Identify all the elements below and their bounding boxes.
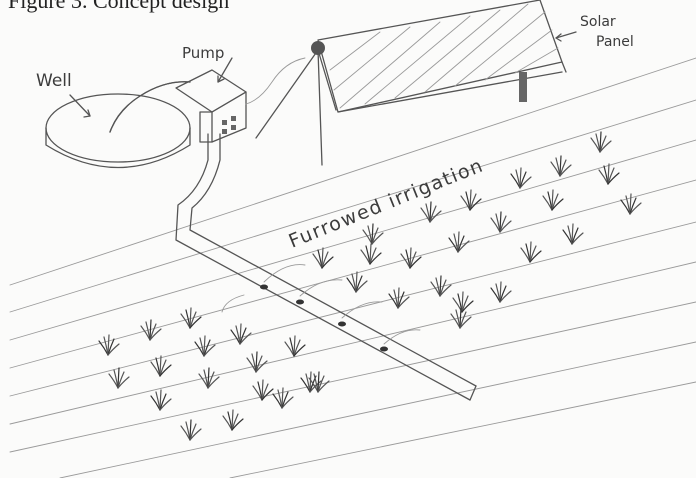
plant-tuft [99,335,119,355]
well-label: Well [36,71,72,91]
solar-label-line1: Solar [580,14,616,30]
plant-tuft [181,308,201,328]
plant-tuft [491,212,511,232]
plant-tuft [285,336,305,356]
plant-tuft [151,390,171,410]
pump-label: Pump [182,44,224,62]
plant-tuft [199,368,219,388]
plant-tuft [449,232,469,252]
crop-plants [99,132,641,440]
plant-tuft [151,356,171,376]
plant-tuft [461,190,481,210]
plant-tuft [253,380,273,400]
solar-label-line2: Panel [596,34,634,50]
solar-panel [256,0,566,165]
plant-tuft [511,168,531,188]
plant-tuft [141,320,161,340]
plant-tuft [591,132,611,152]
plant-tuft [453,292,473,312]
plant-tuft [431,276,451,296]
plant-tuft [389,288,409,308]
panel-leg [519,72,527,102]
plant-tuft [181,420,201,440]
plant-tuft [401,248,421,268]
plant-tuft [195,336,215,356]
plant-tuft [491,282,511,302]
plant-tuft [109,368,129,388]
plant-tuft [621,194,641,214]
plant-tuft [451,308,471,328]
plant-tuft [521,242,541,262]
pump [176,58,305,142]
plant-tuft [223,410,243,430]
plant-tuft [247,352,267,372]
furrowed-irrigation-label: Furrowed irrigation [286,154,487,252]
plant-tuft [563,224,583,244]
water-spray [222,265,420,344]
well [46,82,190,168]
plant-tuft [551,156,571,176]
plant-tuft [543,190,563,210]
plant-tuft [231,324,251,344]
plant-tuft [363,224,383,244]
plant-tuft [361,244,381,264]
furrow-lines [10,58,696,478]
